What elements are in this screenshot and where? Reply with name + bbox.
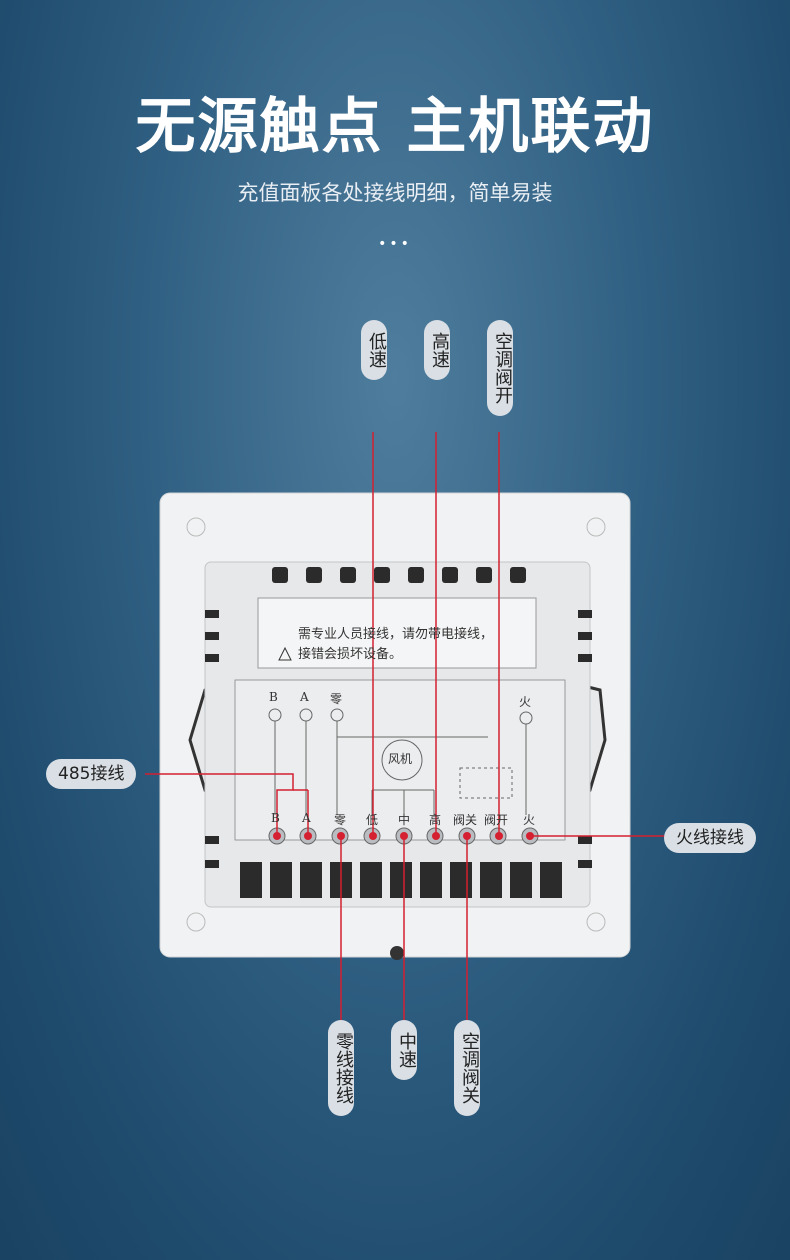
- terminal-label-b: B: [271, 811, 280, 825]
- label-485: 485接线: [46, 759, 137, 789]
- subline: 充值面板各处接线明细，简单易装: [237, 181, 553, 205]
- label-valve-close: 空调阀关: [454, 1020, 480, 1116]
- terminal-label-mid: 中: [398, 813, 411, 827]
- warning-line-1: 需专业人员接线，请勿带电接线，: [298, 627, 494, 642]
- top-terminal-live: 火: [519, 695, 532, 709]
- screw-hole: [186, 517, 206, 537]
- bottom-vents: [240, 862, 562, 898]
- top-terminal-neutral: 零: [330, 692, 343, 706]
- label-live-wiring: 火线接线: [664, 823, 756, 853]
- warning-area: [257, 597, 537, 669]
- label-mid-speed: 中速: [391, 1020, 417, 1080]
- screw-hole: [186, 912, 206, 932]
- headline: 无源触点 主机联动: [135, 92, 655, 162]
- circuit-lines: [268, 708, 533, 815]
- terminal-label-low: 低: [366, 813, 379, 827]
- screw-hole: [586, 912, 606, 932]
- terminal-screws: [268, 827, 539, 845]
- callout-lines: [145, 432, 665, 1020]
- fan-label: 风机: [388, 752, 413, 766]
- side-vents: [205, 610, 592, 868]
- label-valve-open: 空调阀开: [487, 320, 513, 416]
- label-high-speed: 高速: [424, 320, 450, 380]
- bottom-clip: [390, 946, 404, 960]
- top-vents: [272, 567, 526, 583]
- top-terminal-b: B: [269, 690, 278, 704]
- label-neutral-wiring: 零线接线: [328, 1020, 354, 1116]
- terminal-label-valve-close: 阀关: [453, 813, 478, 827]
- terminal-label-valve-open: 阀开: [484, 813, 509, 827]
- terminal-label-high: 高: [429, 813, 442, 827]
- screw-hole: [586, 517, 606, 537]
- decorative-dots: •••: [378, 236, 412, 252]
- warning-line-2: 接错会损坏设备。: [298, 647, 403, 662]
- terminal-label-neutral: 零: [334, 813, 347, 827]
- terminal-label-a: A: [302, 811, 311, 825]
- callout-dots: [273, 832, 534, 840]
- label-low-speed: 低速: [361, 320, 387, 380]
- warning-icon: [278, 646, 292, 661]
- warning-text: 需专业人员接线，请勿带电接线， 接错会损坏设备。: [298, 625, 493, 665]
- top-terminal-a: A: [300, 690, 309, 704]
- terminal-label-live: 火: [523, 813, 536, 827]
